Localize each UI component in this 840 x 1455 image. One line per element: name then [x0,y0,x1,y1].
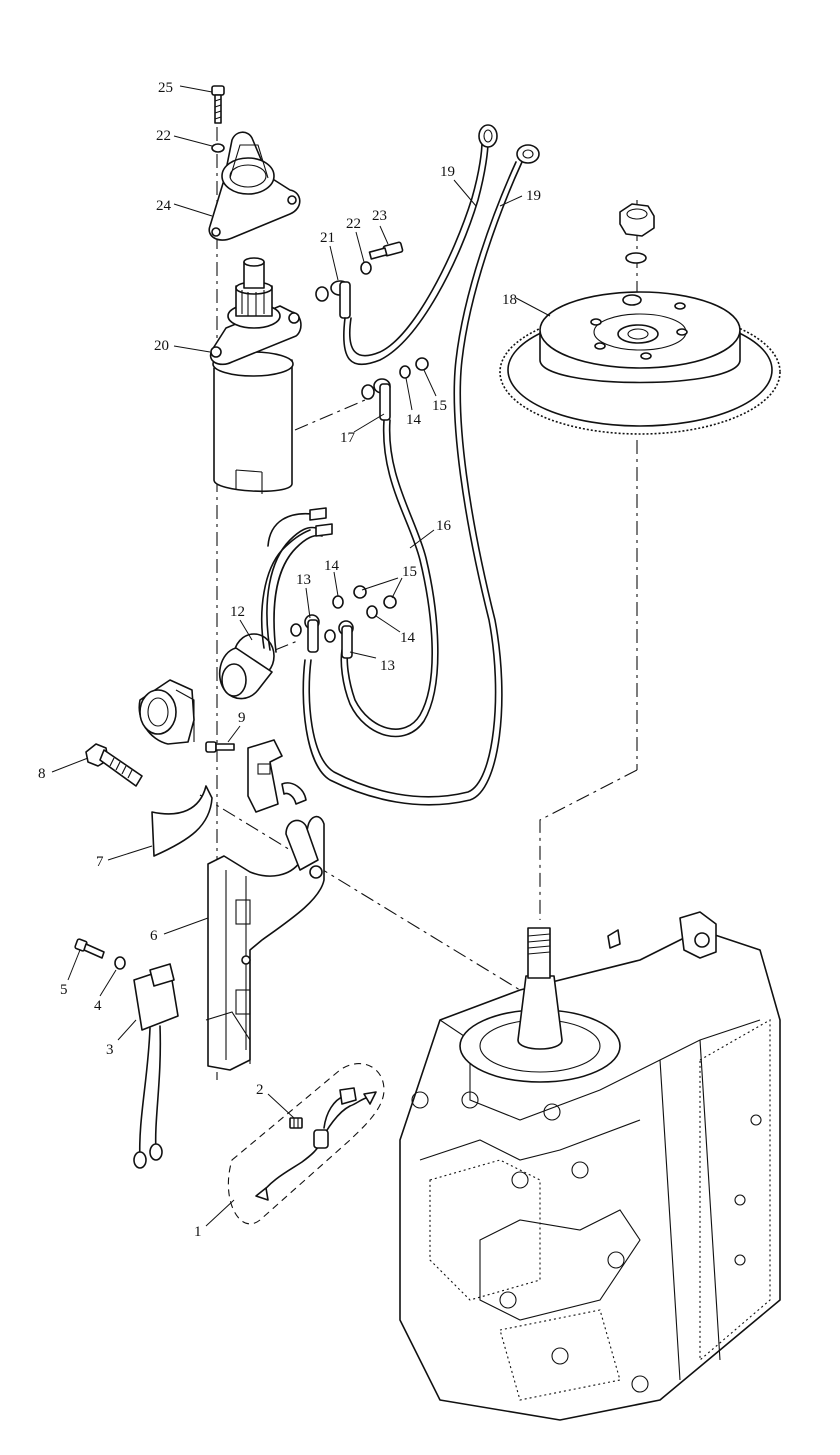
relay-holder [138,679,195,745]
callout-6: 6 [150,928,158,944]
part-25-bolt [211,85,225,124]
part-13-cable-terminal-a [290,614,320,653]
part-21-cable-terminal [315,280,351,319]
part-15-nut-a [415,357,429,371]
callout-25: 25 [158,80,173,96]
callout-24: 24 [156,198,172,214]
callout-3: 3 [106,1042,114,1058]
part-15-nut-b [353,585,367,599]
part-16-cable [340,419,439,738]
part-7-rubber-band [151,785,213,857]
callout-23: 23 [372,208,387,224]
part-18-flywheel [499,291,781,435]
part-24-starter-bracket [208,131,301,241]
crankcase-block [399,911,781,1421]
callout-15-mid: 15 [402,564,417,580]
callout-7: 7 [96,854,104,870]
part-5-screw [74,938,105,959]
part-17-cable-terminal [361,378,391,421]
callout-14-upper: 14 [406,412,422,428]
callout-16: 16 [436,518,452,534]
part-22-washer [360,261,372,275]
leader-lines [51,85,551,1227]
callout-15-upper: 15 [432,398,447,414]
callout-9: 9 [238,710,246,726]
part-15-nut-c [383,595,397,609]
callout-12: 12 [230,604,245,620]
flywheel-washer [625,252,647,264]
part-13-cable-terminal-b [324,620,354,659]
part-3-rectifier [133,963,179,1169]
part-14-washer-b [332,595,344,609]
callout-20: 20 [154,338,169,354]
callout-8: 8 [38,766,46,782]
callout-2: 2 [256,1082,264,1098]
part-22-washer-top [211,143,225,153]
part-1-harness-kit [227,1063,385,1225]
callout-13-left: 13 [296,572,311,588]
callout-4: 4 [94,998,102,1014]
part-8-bolt [85,743,143,787]
callout-5: 5 [60,982,68,998]
callout-18: 18 [502,292,517,308]
part-4-washer [114,956,126,970]
part-19-battery-cables [302,124,540,806]
callout-14-mid: 14 [324,558,340,574]
part-20-starter-motor [209,257,302,494]
callout-22-top: 22 [156,128,171,144]
flywheel-nut [619,203,655,237]
part-6-mounting-bracket [205,815,325,1071]
part-14-washer-c [366,605,378,619]
callout-13-right: 13 [380,658,395,674]
part-2-connector [289,1117,303,1129]
part-23-bolt [368,241,404,260]
callout-19-left: 19 [440,164,455,180]
callout-labels: 25 22 24 20 21 22 23 19 19 18 17 14 15 1… [38,80,541,1240]
part-9-screw [205,741,235,753]
callout-14-lower: 14 [400,630,416,646]
part-14-washer-a [399,365,411,379]
callout-21: 21 [320,230,335,246]
callout-19-right: 19 [526,188,541,204]
relay-bracket [247,739,307,813]
callout-1: 1 [194,1224,202,1240]
part-12-starter-relay [218,507,333,700]
callout-22: 22 [346,216,361,232]
callout-17: 17 [340,430,356,446]
